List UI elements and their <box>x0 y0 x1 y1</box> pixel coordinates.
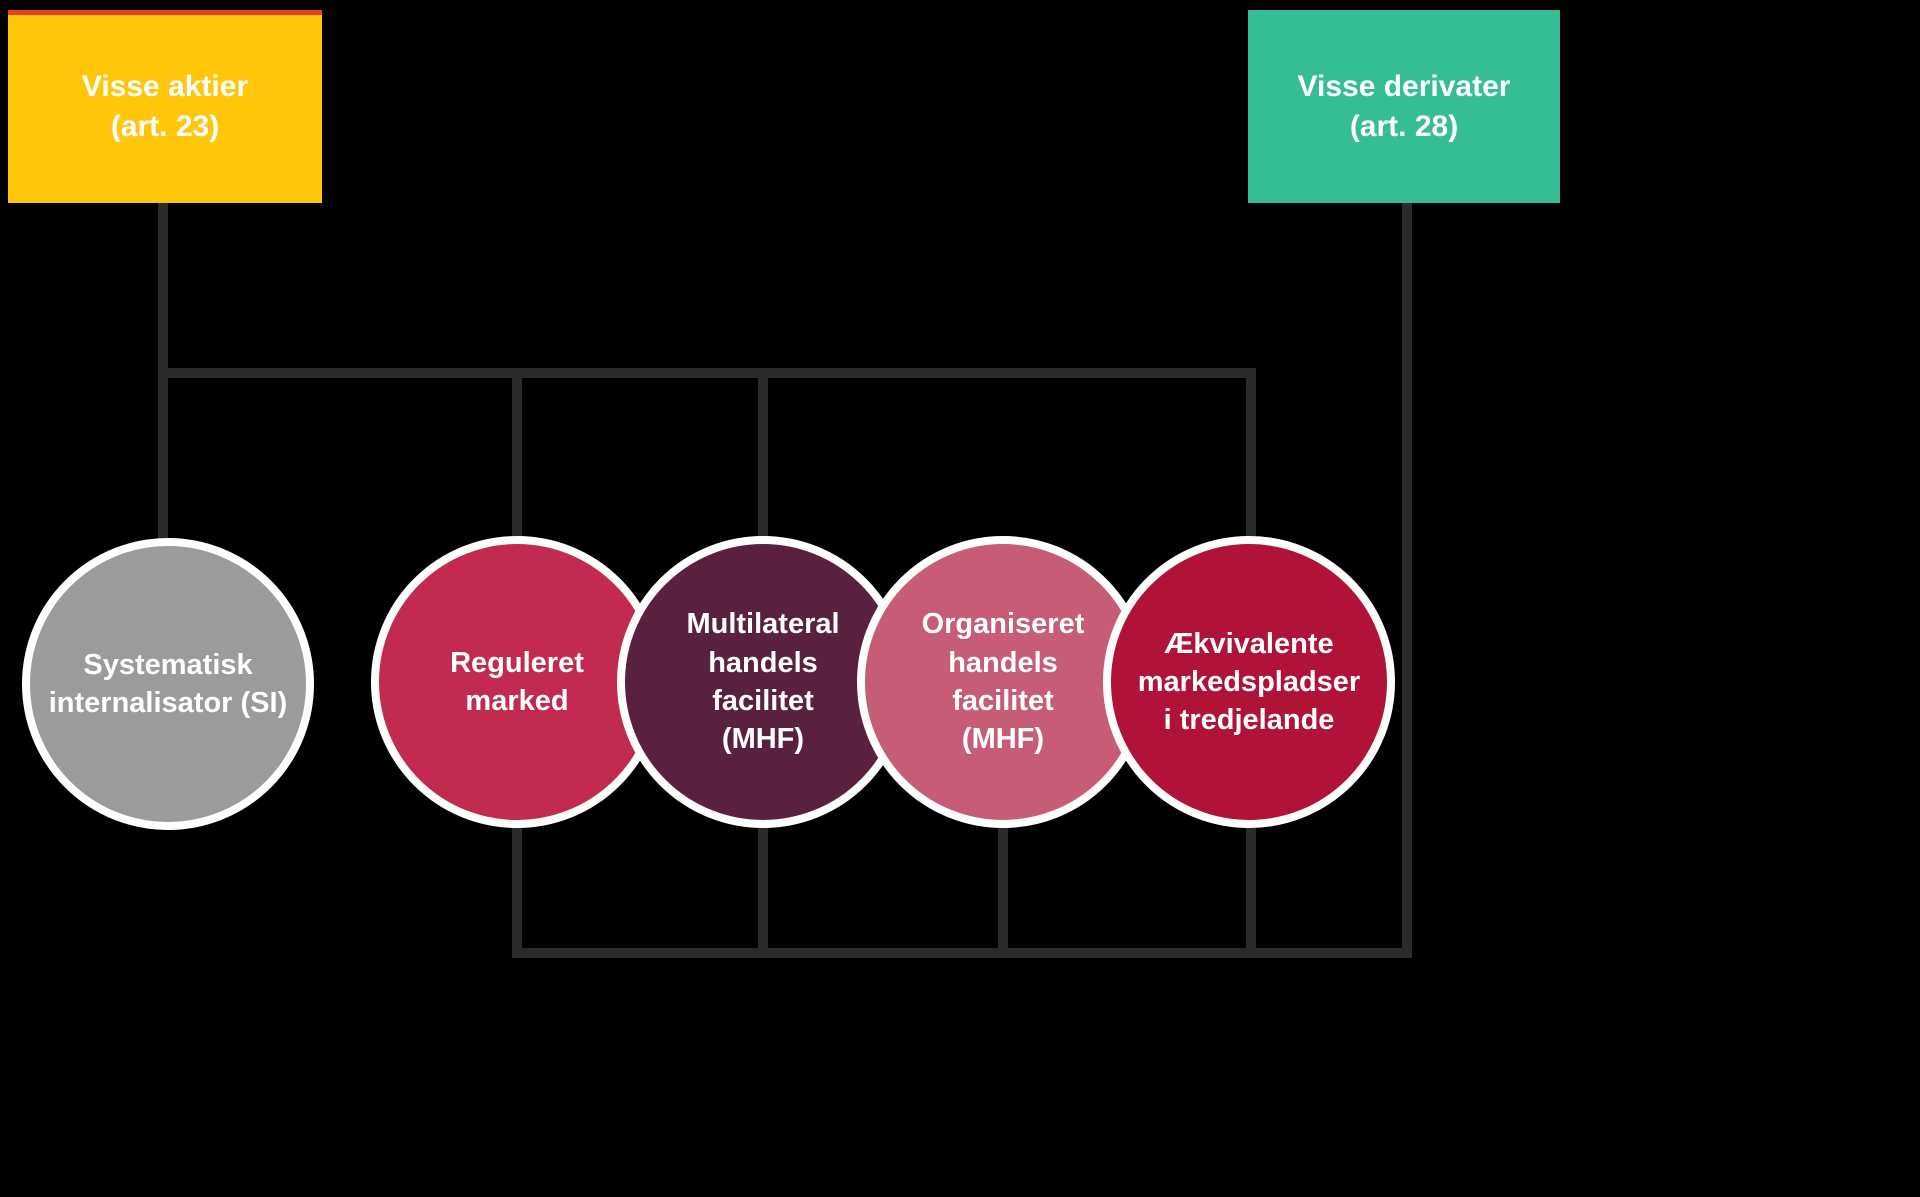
node-systematisk-internalisator-label: Systematisk internalisator (SI) <box>48 648 288 719</box>
connector-drop-aekvivalente <box>1246 372 1256 547</box>
node-reguleret-marked-label: Reguleret marked <box>450 646 584 717</box>
connector-derivater-vertical <box>1402 202 1412 958</box>
node-aekvivalente-markedspladser-label: Ækvivalente markedspladser i tredjelande <box>1137 627 1361 737</box>
connector-riser-reguleret <box>512 815 522 955</box>
node-visse-derivater-label: Visse derivater (art. 28) <box>1297 69 1511 143</box>
connector-drop-multilateral <box>758 372 768 547</box>
node-visse-aktier-label: Visse aktier (art. 23) <box>81 69 249 143</box>
connector-riser-aekvivalente <box>1246 815 1256 955</box>
connector-riser-organiseret <box>998 815 1008 955</box>
accent-bar <box>8 10 322 15</box>
connector-drop-reguleret <box>512 372 522 547</box>
node-systematisk-internalisator: Systematisk internalisator (SI) <box>22 538 314 830</box>
node-visse-aktier: Visse aktier (art. 23) <box>8 10 322 203</box>
connector-top-horizontal <box>158 368 1256 378</box>
node-multilateral-handelsfacilitet-label: Multilateral handels facilitet (MHF) <box>686 608 840 756</box>
node-aekvivalente-markedspladser: Ækvivalente markedspladser i tredjelande <box>1103 536 1395 828</box>
connector-bottom-horizontal <box>512 948 1412 958</box>
node-reguleret-marked: Reguleret marked <box>371 536 663 828</box>
node-visse-derivater: Visse derivater (art. 28) <box>1248 10 1560 203</box>
node-organiseret-handelsfacilitet-label: Organiseret handels facilitet (MHF) <box>921 608 1085 756</box>
connector-riser-multilateral <box>758 815 768 955</box>
